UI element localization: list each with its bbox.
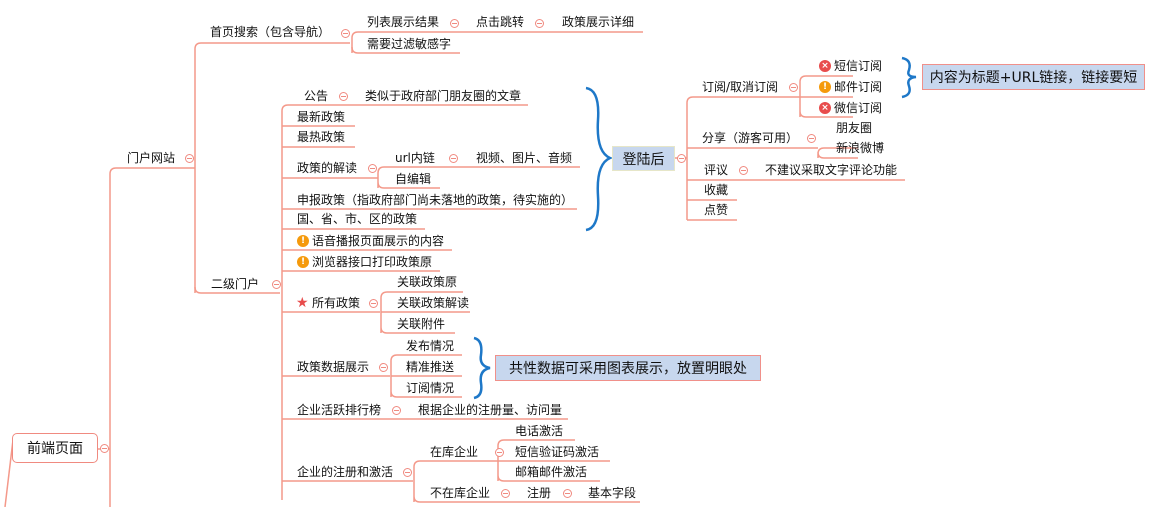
node-voice[interactable]: 语音播报页面展示的内容 (312, 234, 445, 248)
collapse-toggle[interactable] (341, 29, 350, 38)
node-search[interactable]: 首页搜索（包含导航） (210, 25, 331, 39)
node-subscribe[interactable]: 订阅/取消订阅 (702, 80, 779, 94)
brace-login (585, 86, 614, 232)
node-wechat-sub[interactable]: 微信订阅 (834, 101, 883, 115)
collapse-toggle[interactable] (535, 19, 544, 28)
collapse-toggle[interactable] (369, 299, 378, 308)
collapse-toggle[interactable] (495, 448, 504, 457)
node-phone[interactable]: 电话激活 (515, 424, 564, 438)
node-hottest[interactable]: 最热政策 (297, 130, 346, 144)
collapse-toggle[interactable] (789, 83, 798, 92)
node-print[interactable]: 浏览器接口打印政策原 (312, 255, 433, 269)
node-secondary[interactable]: 二级门户 (211, 277, 260, 291)
root-label: 前端页面 (27, 441, 83, 457)
collapse-toggle[interactable] (450, 19, 459, 28)
collapse-toggle[interactable] (379, 363, 388, 372)
node-rel-source[interactable]: 关联政策原 (397, 275, 458, 289)
node-share[interactable]: 分享（游客可用） (702, 131, 799, 145)
collapse-toggle[interactable] (807, 134, 816, 143)
node-weibo[interactable]: 新浪微博 (836, 141, 885, 155)
node-publish[interactable]: 发布情况 (406, 339, 455, 353)
node-data-show[interactable]: 政策数据展示 (297, 360, 370, 374)
note-subscribe[interactable]: 内容为标题+URL链接，链接要短 (922, 64, 1145, 90)
node-favorite[interactable]: 收藏 (704, 183, 729, 197)
node-email[interactable]: 邮箱邮件激活 (515, 465, 588, 479)
node-list[interactable]: 列表展示结果 (367, 15, 440, 29)
node-detail[interactable]: 政策展示详细 (562, 15, 635, 29)
node-all-policy[interactable]: 所有政策 (312, 296, 361, 310)
warning-icon: ! (297, 235, 309, 247)
collapse-toggle[interactable] (100, 444, 109, 453)
note-text: 共性数据可采用图表展示，放置明眼处 (509, 361, 747, 377)
node-portal[interactable]: 门户网站 (127, 151, 176, 165)
brace-data (473, 336, 491, 400)
brace-subscribe (901, 56, 917, 99)
node-notice[interactable]: 公告 (304, 89, 329, 103)
node-moments[interactable]: 朋友圈 (836, 121, 873, 135)
login-label: 登陆后 (622, 151, 665, 168)
node-interpret[interactable]: 政策的解读 (297, 161, 358, 175)
node-sms[interactable]: 短信验证码激活 (515, 445, 600, 459)
node-register[interactable]: 企业的注册和激活 (297, 465, 394, 479)
node-basic[interactable]: 基本字段 (588, 486, 637, 500)
collapse-toggle[interactable] (339, 92, 348, 101)
note-data-display[interactable]: 共性数据可采用图表展示，放置明眼处 (495, 355, 761, 381)
root-node[interactable]: 前端页面 (12, 433, 98, 463)
node-like[interactable]: 点赞 (704, 203, 729, 217)
node-rel-attach[interactable]: 关联附件 (397, 317, 446, 331)
collapse-toggle[interactable] (368, 164, 377, 173)
node-signup[interactable]: 注册 (527, 486, 552, 500)
collapse-toggle[interactable] (739, 166, 748, 175)
node-declare[interactable]: 申报政策（指政府部门尚未落地的政策，待实施的） (297, 193, 574, 207)
node-regional[interactable]: 国、省、市、区的政策 (297, 212, 418, 226)
node-in-lib[interactable]: 在库企业 (430, 445, 479, 459)
warning-icon: ! (819, 81, 831, 93)
node-login[interactable]: 登陆后 (612, 146, 675, 171)
node-url-link[interactable]: url内链 (395, 151, 435, 165)
node-mail-sub[interactable]: 邮件订阅 (834, 80, 883, 94)
error-icon: × (819, 102, 831, 114)
collapse-toggle[interactable] (403, 468, 412, 477)
node-click[interactable]: 点击跳转 (476, 15, 525, 29)
node-ranking[interactable]: 企业活跃排行榜 (297, 403, 382, 417)
note-text: 内容为标题+URL链接，链接要短 (929, 70, 1138, 86)
node-media[interactable]: 视频、图片、音频 (476, 151, 573, 165)
node-not-in-lib[interactable]: 不在库企业 (430, 486, 491, 500)
collapse-toggle[interactable] (185, 154, 194, 163)
collapse-toggle[interactable] (392, 406, 401, 415)
error-icon: × (819, 60, 831, 72)
node-rel-interpret[interactable]: 关联政策解读 (397, 296, 470, 310)
node-notice-desc[interactable]: 类似于政府部门朋友圈的文章 (365, 89, 522, 103)
node-ranking-desc[interactable]: 根据企业的注册量、访问量 (418, 403, 563, 417)
node-comment-desc[interactable]: 不建议采取文字评论功能 (765, 163, 898, 177)
warning-icon: ! (297, 256, 309, 268)
collapse-toggle[interactable] (677, 154, 686, 163)
node-newest[interactable]: 最新政策 (297, 110, 346, 124)
node-comment[interactable]: 评议 (704, 163, 729, 177)
collapse-toggle[interactable] (272, 280, 281, 289)
node-self-edit[interactable]: 自编辑 (395, 172, 432, 186)
node-filter[interactable]: 需要过滤敏感字 (367, 37, 452, 51)
node-subscribe-stat[interactable]: 订阅情况 (406, 381, 455, 395)
collapse-toggle[interactable] (563, 489, 572, 498)
collapse-toggle[interactable] (449, 154, 458, 163)
node-push[interactable]: 精准推送 (406, 360, 455, 374)
star-icon: ★ (296, 295, 309, 311)
collapse-toggle[interactable] (501, 489, 510, 498)
node-sms-sub[interactable]: 短信订阅 (834, 59, 883, 73)
